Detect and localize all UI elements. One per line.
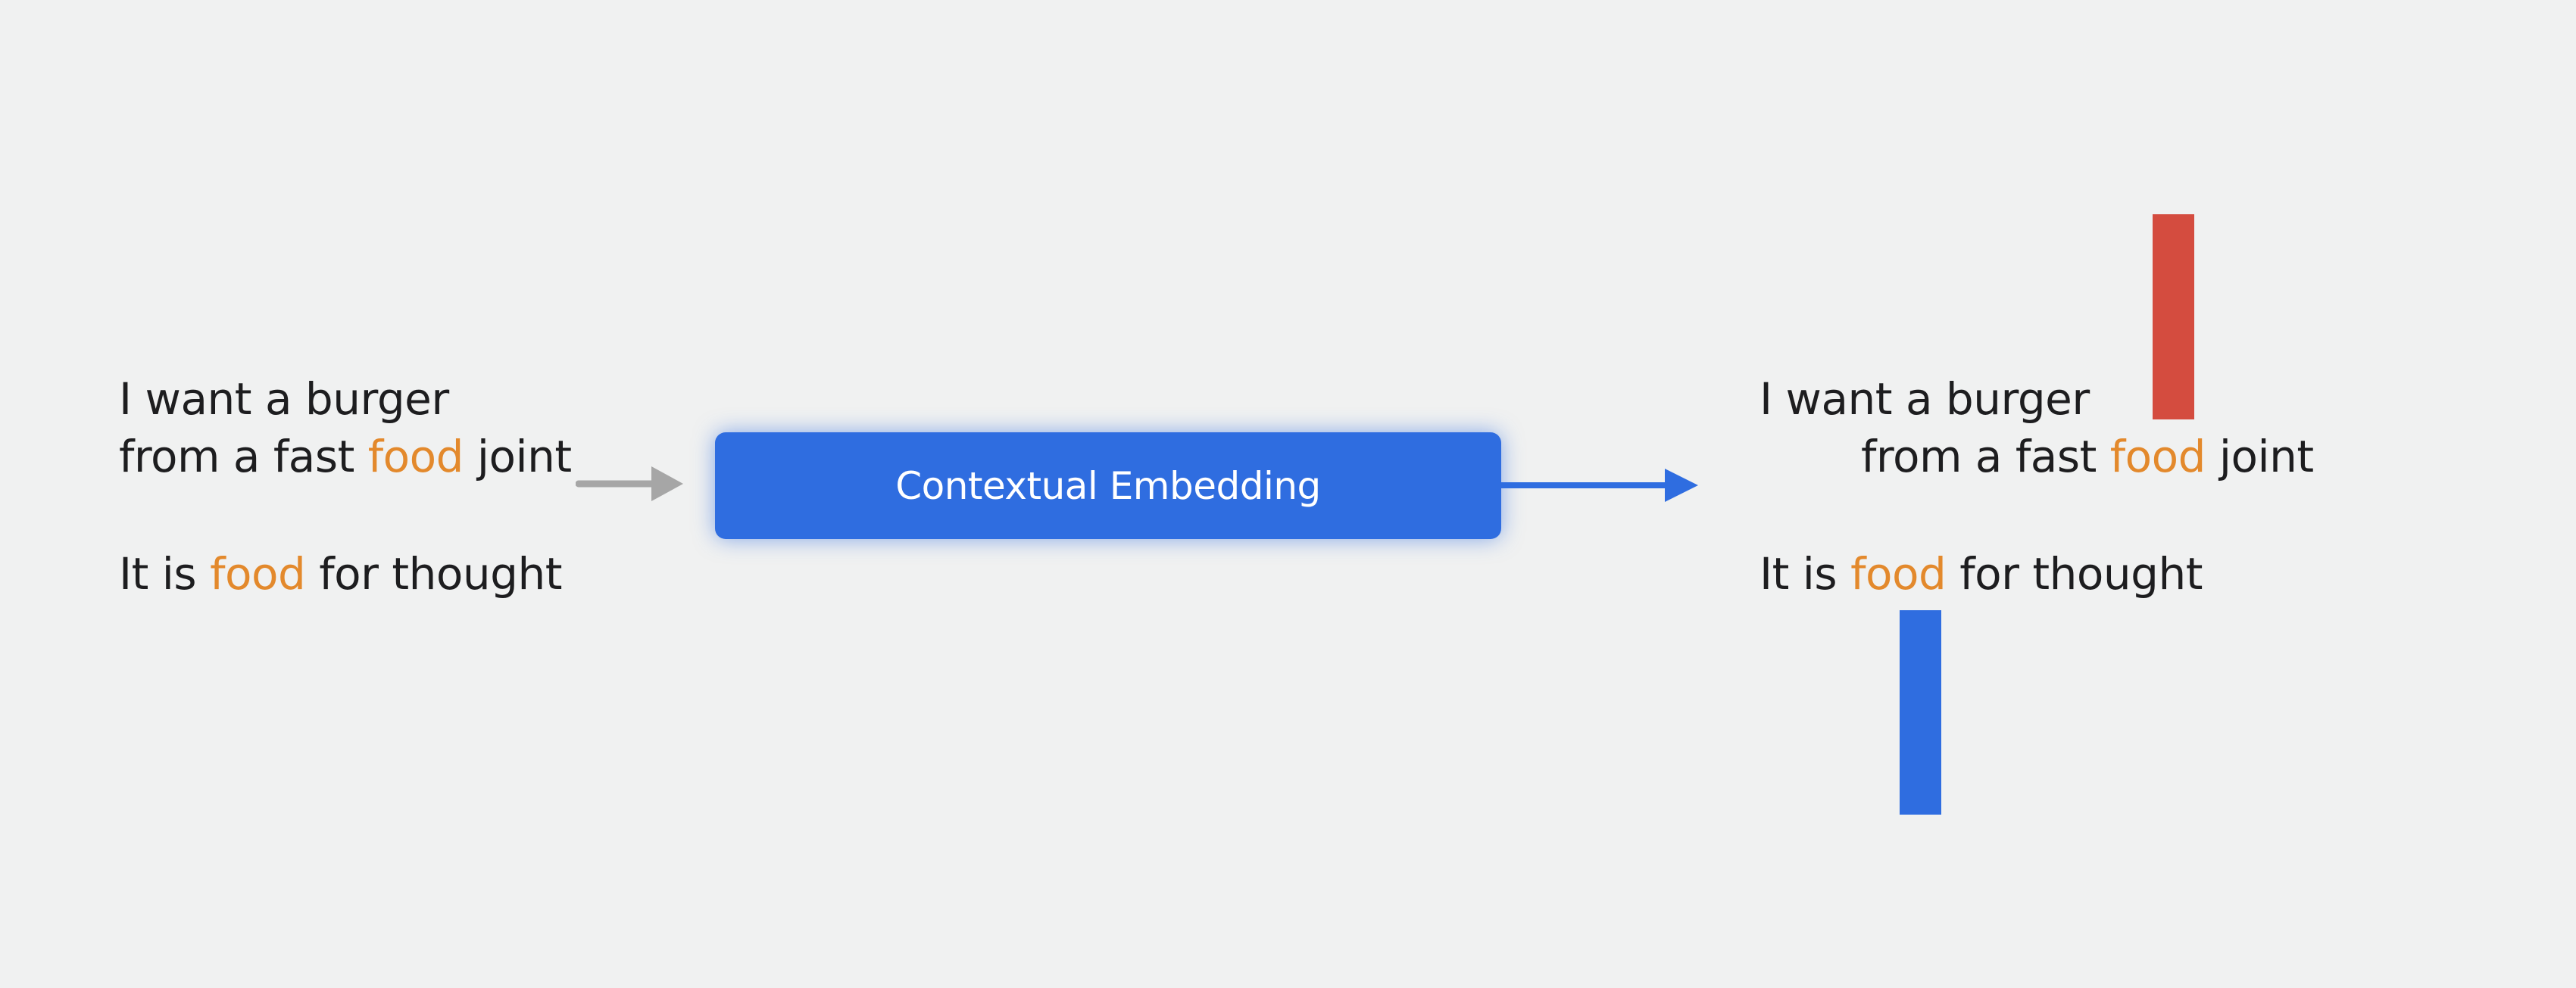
output-sentence-2-highlight-word: food (1850, 548, 1947, 600)
input-sentence-1-line-2: from a fast food joint (119, 435, 572, 478)
food-thought-embedding-vector (1900, 610, 1941, 815)
food-meal-embedding-vector (2153, 214, 2194, 419)
input-sentence-1-highlight-word: food (367, 431, 464, 482)
input-sentence-2-highlight-word: food (210, 548, 306, 600)
output-sentence-1-suffix: joint (2205, 431, 2314, 482)
output-sentence-2: It is food for thought (1759, 552, 2203, 596)
input-sentence-1-prefix: from a fast (119, 431, 368, 482)
contextual-embedding-label: Contextual Embedding (895, 463, 1321, 508)
input-sentence-2-suffix: for thought (305, 548, 562, 600)
input-sentence-1-line-1: I want a burger (119, 377, 449, 421)
output-arrow-icon (1500, 469, 1698, 502)
output-sentence-1-line-2: from a fast food joint (1861, 435, 2314, 478)
input-sentence-1-line-1-text: I want a burger (119, 373, 449, 425)
input-sentence-2: It is food for thought (119, 552, 562, 596)
output-sentence-1-line-1: I want a burger (1759, 377, 2090, 421)
input-arrow-icon (576, 466, 683, 501)
input-sentence-1-suffix: joint (463, 431, 572, 482)
input-sentence-2-prefix: It is (119, 548, 211, 600)
output-sentence-2-prefix: It is (1759, 548, 1851, 600)
output-sentence-1-line-1-text: I want a burger (1759, 373, 2090, 425)
output-sentence-2-suffix: for thought (1946, 548, 2203, 600)
contextual-embedding-box: Contextual Embedding (715, 432, 1501, 539)
output-sentence-1-highlight-word: food (2109, 431, 2206, 482)
output-sentence-1-prefix: from a fast (1861, 431, 2110, 482)
